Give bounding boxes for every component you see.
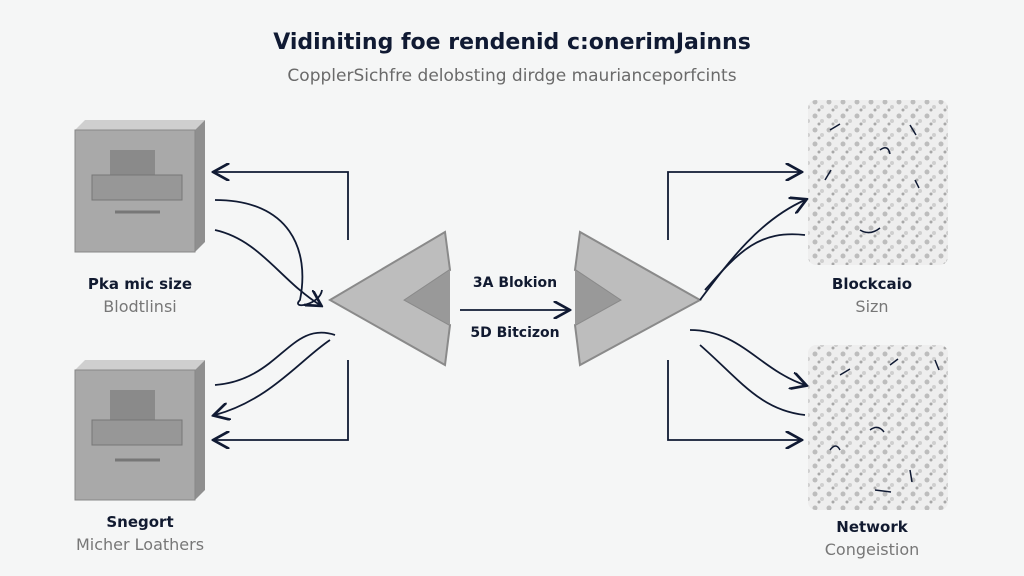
node-bottom-right-label: Network Congeistion [772,518,972,559]
center-shape-left [328,230,452,367]
node-subtitle: Congeistion [824,540,920,559]
node-subtitle: Blodtlinsi [103,297,177,316]
node-bottom-left-label: Snegort Micher Loathers [40,513,240,554]
server-box-top-left [74,120,205,253]
center-top-label: 3A Blokion [472,275,558,291]
page-title: Vidiniting foe rendenid c:onerimJainns [273,30,751,55]
center-shape-right [573,230,703,367]
node-title: Snegort [106,513,174,531]
node-title: Pka mic size [87,275,193,293]
right-connectors [667,172,805,440]
left-connectors [215,172,349,440]
node-subtitle: Sizn [855,297,889,316]
node-top-left-label: Pka mic size Blodtlinsi [40,275,240,316]
center-bottom-label: 5D Bitcizon [470,325,560,341]
blockchain-texture-top-right [808,100,948,265]
node-subtitle: Micher Loathers [75,535,205,554]
server-box-bottom-left [74,360,205,501]
node-title: Network [836,518,908,536]
page-subtitle: CopplerSichfre delobsting dirdge maurian… [287,66,737,86]
node-top-right-label: Blockcaio Sizn [772,275,972,316]
node-title: Blockcaio [831,275,913,293]
